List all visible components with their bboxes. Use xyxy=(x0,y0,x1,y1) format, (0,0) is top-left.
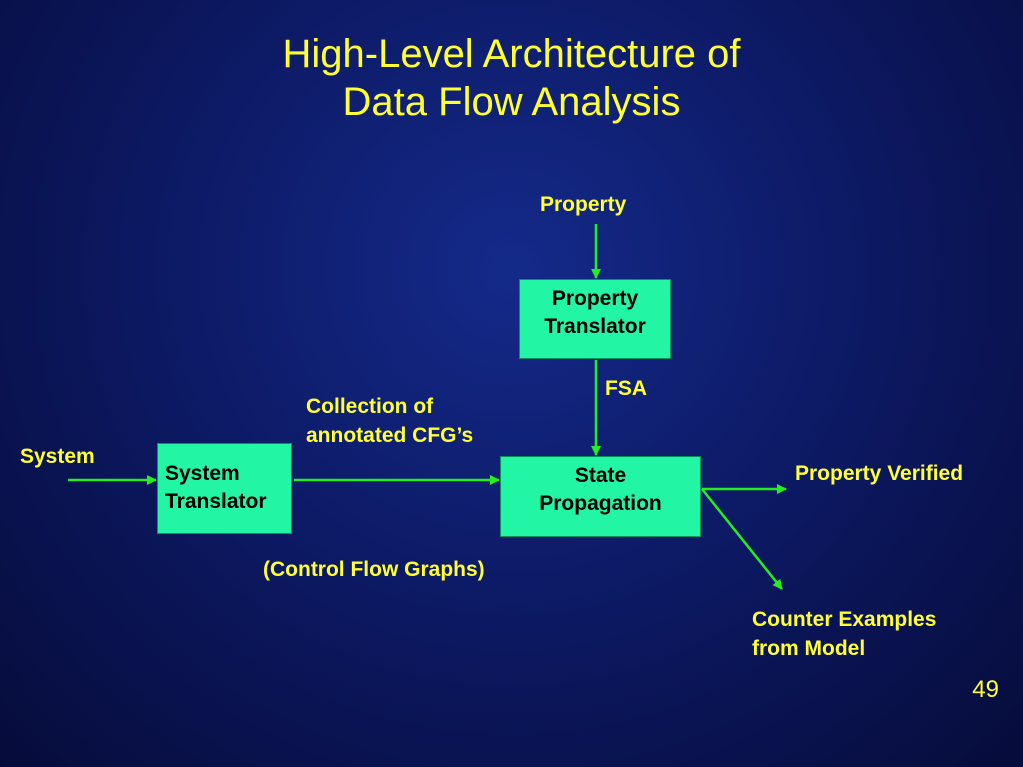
fsa-label: FSA xyxy=(605,377,647,400)
state-propagation-line2: Propagation xyxy=(539,492,662,515)
control-flow-graphs-label: (Control Flow Graphs) xyxy=(263,558,485,581)
counter-line-2: from Model xyxy=(752,637,866,660)
system-input-label: System xyxy=(20,445,95,468)
cfg-line-2: annotated CFG’s xyxy=(306,424,474,447)
state-propagation-box: State Propagation xyxy=(500,456,701,537)
title-line-1: High-Level Architecture of xyxy=(282,32,741,76)
state-propagation-line1: State xyxy=(574,464,627,487)
system-translator-line2: Translator xyxy=(165,490,267,513)
cfg-collection-label: Collection of annotated CFG’s xyxy=(306,392,473,450)
arrow-to-counter-examples xyxy=(701,488,783,590)
counter-examples-label: Counter Examples from Model xyxy=(752,605,936,663)
property-verified-label: Property Verified xyxy=(795,462,964,485)
system-translator-box: System Translator xyxy=(157,443,292,534)
property-translator-line2: Translator xyxy=(544,315,646,338)
title-line-2: Data Flow Analysis xyxy=(342,80,681,124)
slide-title: High-Level Architecture of Data Flow Ana… xyxy=(0,30,1023,126)
property-translator-box: Property Translator xyxy=(519,279,671,359)
property-translator-line1: Property xyxy=(551,287,639,310)
system-translator-line1: System xyxy=(165,462,240,485)
cfg-line-1: Collection of xyxy=(306,395,434,418)
counter-line-1: Counter Examples xyxy=(752,608,937,631)
slide-number: 49 xyxy=(972,676,999,703)
property-input-label: Property xyxy=(540,193,627,216)
